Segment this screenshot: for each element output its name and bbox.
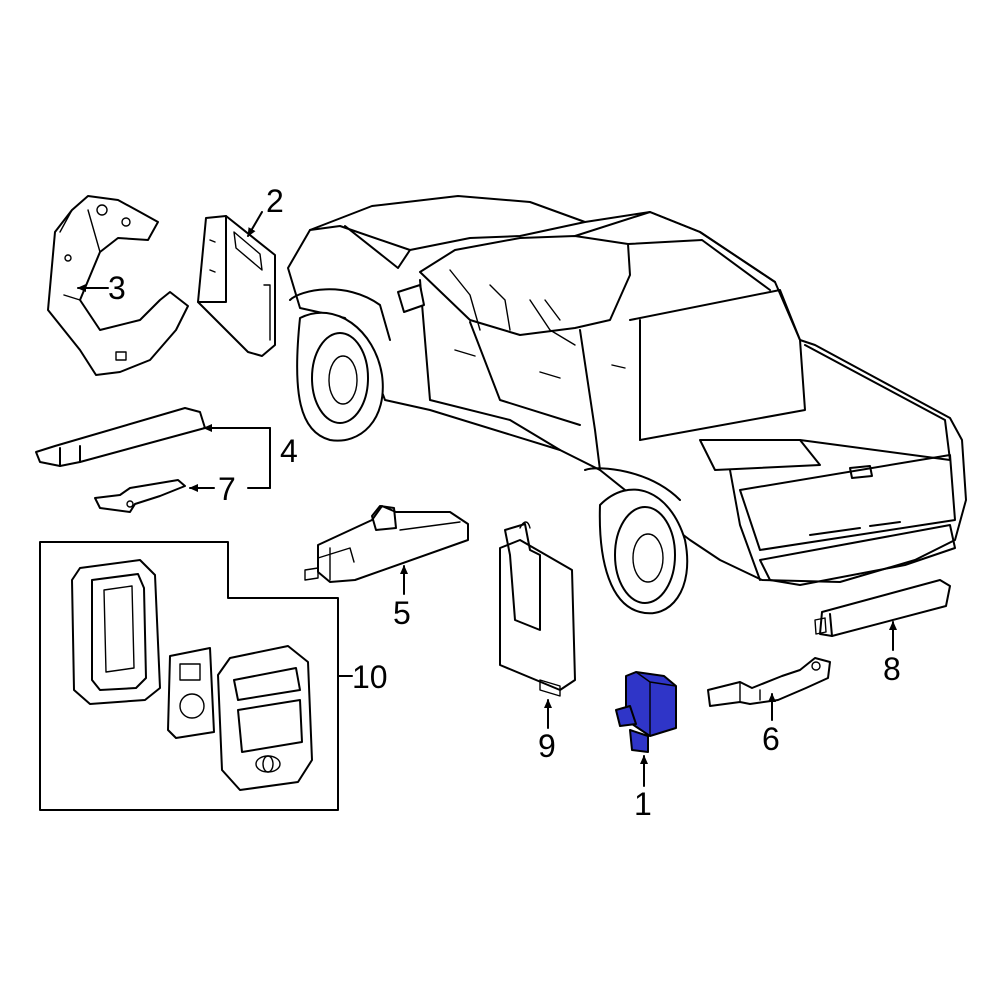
callout-5: 5 — [393, 595, 411, 631]
callout-2: 2 — [266, 183, 284, 219]
part-5-sensor — [304, 505, 469, 583]
pickup-truck-illustration — [287, 195, 967, 615]
callout-4: 4 — [280, 433, 298, 469]
leader-lines — [77, 211, 897, 787]
part-7-bracket — [94, 479, 186, 513]
part-1-sensor-highlighted — [615, 671, 677, 753]
callout-8: 8 — [883, 651, 901, 687]
part-2-module — [197, 215, 276, 357]
callout-7: 7 — [218, 471, 236, 507]
callout-1: 1 — [634, 786, 652, 822]
part-8-antenna — [814, 579, 951, 637]
part-10-key-group — [39, 541, 339, 811]
callout-6: 6 — [762, 721, 780, 757]
part-6-connector — [707, 657, 831, 707]
callout-3: 3 — [108, 270, 126, 306]
callout-10: 10 — [352, 659, 388, 695]
part-3-bracket — [47, 195, 189, 376]
callout-9: 9 — [538, 728, 556, 764]
callout-labels: 2 3 4 7 5 10 9 1 6 8 — [108, 183, 901, 822]
part-4-antenna — [35, 407, 206, 467]
part-9-control-unit — [499, 521, 576, 697]
